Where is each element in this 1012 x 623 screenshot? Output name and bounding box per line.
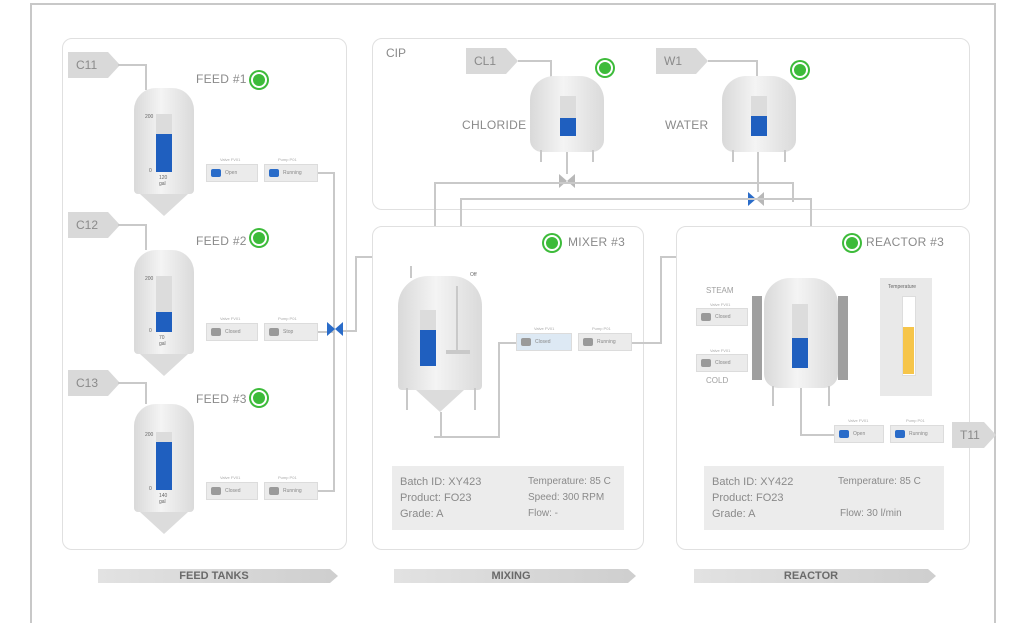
tag-out[interactable]: T11 [952,422,996,448]
mixer-level-bar [420,330,436,366]
feed-3-level-bar [156,442,172,490]
feed-2-level-bar [156,312,172,332]
cold-label: COLD [706,376,729,385]
tag-c12[interactable]: C12 [68,212,120,238]
mixer-temperature: Temperature: 85 C [528,476,611,487]
footer-feed-tanks: FEED TANKS [98,569,338,583]
feed-2-status-icon [251,230,267,246]
feed-3-status-icon [251,390,267,406]
tag-cl1[interactable]: CL1 [466,48,518,74]
chloride-status-icon [597,60,613,76]
feed-1-level-bar [156,134,172,172]
cold-valve-control[interactable]: Closed [696,354,748,372]
mixer-cone [416,390,464,412]
mixer-pump-control[interactable]: Running [578,333,632,351]
reactor-status-icon [844,235,860,251]
footer-mixing: MIXING [394,569,636,583]
mixer-tank[interactable] [398,276,482,390]
chloride-level-bar [560,118,576,136]
mixer-grade: Grade: A [400,508,444,520]
mixer-valve-control[interactable]: Closed [516,333,572,351]
steam-valve-control[interactable]: Closed [696,308,748,326]
reactor-jacket-left [752,296,762,380]
feed-3-valve-control[interactable]: Closed [206,482,258,500]
feed-1-label: FEED #1 [196,72,247,86]
agitator-state: Off [470,272,477,278]
outlet-valve-control[interactable]: Open [834,425,884,443]
reactor-temperature-title: Temperature [888,284,917,290]
water-label: WATER [665,118,709,132]
feed-3-label: FEED #3 [196,392,247,406]
footer-reactor: REACTOR [694,569,936,583]
tag-c11[interactable]: C11 [68,52,120,78]
feed-1-pump-control[interactable]: Running [264,164,318,182]
mixer-product: Product: FO23 [400,492,472,504]
chloride-label: CHLORIDE [462,118,527,132]
water-status-icon [792,62,808,78]
outlet-pump-control[interactable]: Running [890,425,944,443]
reactor-flow: Flow: 30 l/min [840,508,902,519]
reactor-product: Product: FO23 [712,492,784,504]
mixer-batch-id: Batch ID: XY423 [400,476,482,488]
mixer-info-box: Batch ID: XY423 Product: FO23 Grade: A T… [392,466,624,530]
feed-tanks-panel [62,38,347,550]
reactor-info-box: Batch ID: XY422 Product: FO23 Grade: A T… [704,466,944,530]
feed-1-cone [140,194,188,216]
reactor-grade: Grade: A [712,508,756,520]
reactor-jacket-right [838,296,848,380]
reactor-temperature: Temperature: 85 C [838,476,921,487]
feed-1-valve-control[interactable]: Open [206,164,258,182]
mixer-flow: Flow: - [528,508,558,519]
feed-3-cone [140,512,188,534]
feed-1-status-icon [251,72,267,88]
reactor-label: REACTOR #3 [866,235,945,249]
tag-c13[interactable]: C13 [68,370,120,396]
water-level-bar [751,116,767,136]
feed-2-valve-control[interactable]: Closed [206,323,258,341]
tag-w1[interactable]: W1 [656,48,708,74]
reactor-level-bar [792,338,808,368]
feed-2-pump-control[interactable]: Stop [264,323,318,341]
feed-2-label: FEED #2 [196,234,247,248]
chloride-valve-icon[interactable] [559,174,575,188]
feed-2-cone [140,354,188,376]
steam-label: STEAM [706,286,734,295]
feed-3-pump-control[interactable]: Running [264,482,318,500]
reactor-temperature-fill [903,327,914,374]
mixer-speed: Speed: 300 RPM [528,492,605,503]
cip-title: CIP [386,46,407,60]
feed-manifold-valve-icon[interactable] [327,322,343,336]
mixer-label: MIXER #3 [568,235,626,249]
mixer-status-icon [544,235,560,251]
reactor-batch-id: Batch ID: XY422 [712,476,794,488]
